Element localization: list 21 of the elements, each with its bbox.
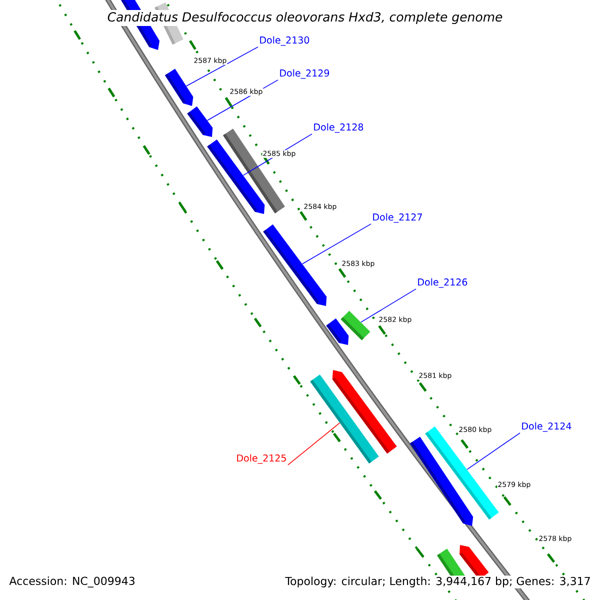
- gene-label: Dole_2125: [237, 454, 286, 464]
- leader-line: [186, 46, 258, 86]
- gene-label: Dole_2129: [280, 69, 330, 79]
- accession-text: Accession: NC_009943: [8, 576, 136, 588]
- leader-line: [360, 288, 416, 323]
- gene-bar: [263, 224, 327, 306]
- gene-bar: [310, 374, 379, 464]
- gene-bar: [164, 68, 194, 106]
- leader-line: [288, 422, 340, 466]
- gene-label: Dole_2128: [314, 123, 364, 133]
- gene-bar: [207, 139, 265, 214]
- gene-label: Dole_2126: [418, 278, 468, 288]
- genome-info-text: Topology: circular; Length: 3,944,167 bp; Genes: 3,317: [284, 576, 592, 588]
- gene-bar: [187, 106, 213, 137]
- gene-label: Dole_2124: [522, 422, 572, 432]
- gene-label: Dole_2127: [373, 213, 422, 223]
- leader-line: [466, 432, 520, 470]
- gene-bar: [340, 310, 370, 340]
- gene-label: Dole_2130: [260, 36, 310, 46]
- title: Candidatus Desulfococcus oleovorans Hxd3, complete genome: [105, 10, 505, 26]
- leader-line: [302, 224, 372, 264]
